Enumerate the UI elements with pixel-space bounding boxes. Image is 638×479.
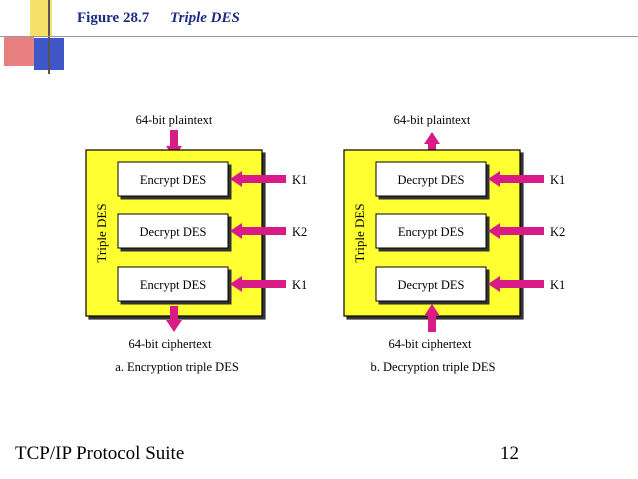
enc-key-arrow	[230, 223, 286, 239]
deco-red-block	[4, 36, 34, 66]
enc-ciphertext-label: 64-bit ciphertext	[129, 337, 212, 351]
dec-stage-box	[375, 266, 487, 302]
dec-key-label: K2	[550, 225, 565, 239]
enc-key-arrow	[230, 171, 286, 187]
dec-side-label: Triple DES	[352, 203, 367, 262]
enc-key-arrow	[230, 276, 286, 292]
enc-stage-label: Decrypt DES	[140, 225, 207, 239]
dec-stage-box	[375, 161, 487, 197]
enc-stage-box	[117, 266, 229, 302]
enc-key-label: K1	[292, 173, 307, 187]
enc-key-label: K1	[292, 278, 307, 292]
encryption-diagram: 64-bit plaintext Triple DES Encrypt DES …	[85, 113, 307, 374]
enc-output-arrow	[166, 306, 182, 332]
enc-side-label: Triple DES	[94, 203, 109, 262]
figure-label: Figure 28.7	[77, 10, 150, 26]
dec-key-label: K1	[550, 278, 565, 292]
deco-yellow-block	[30, 0, 52, 36]
enc-plaintext-label: 64-bit plaintext	[136, 113, 213, 127]
figure-title: Triple DES	[170, 10, 240, 26]
dec-key-arrow	[488, 223, 544, 239]
title-rule	[0, 36, 638, 37]
dec-stage-box	[375, 213, 487, 249]
dec-stage-label: Decrypt DES	[398, 278, 465, 292]
footer-title: TCP/IP Protocol Suite	[15, 443, 185, 464]
enc-stage-box	[117, 161, 229, 197]
enc-key-label: K2	[292, 225, 307, 239]
dec-key-arrow	[488, 171, 544, 187]
dec-input-arrow	[424, 304, 440, 332]
enc-stage-box	[117, 213, 229, 249]
dec-key-arrow	[488, 276, 544, 292]
enc-stage-label: Encrypt DES	[140, 173, 206, 187]
dec-caption: b. Decryption triple DES	[371, 360, 496, 374]
dec-stage-label: Encrypt DES	[398, 225, 464, 239]
enc-caption: a. Encryption triple DES	[115, 360, 239, 374]
decryption-diagram: 64-bit plaintext Triple DES Decrypt DES …	[343, 113, 565, 374]
dec-key-label: K1	[550, 173, 565, 187]
dec-stage-label: Decrypt DES	[398, 173, 465, 187]
enc-stage-label: Encrypt DES	[140, 278, 206, 292]
dec-ciphertext-label: 64-bit ciphertext	[389, 337, 472, 351]
slide-number: 12	[500, 443, 519, 464]
dec-plaintext-label: 64-bit plaintext	[394, 113, 471, 127]
deco-vertical-rule	[48, 0, 50, 74]
corner-decoration	[0, 0, 80, 80]
